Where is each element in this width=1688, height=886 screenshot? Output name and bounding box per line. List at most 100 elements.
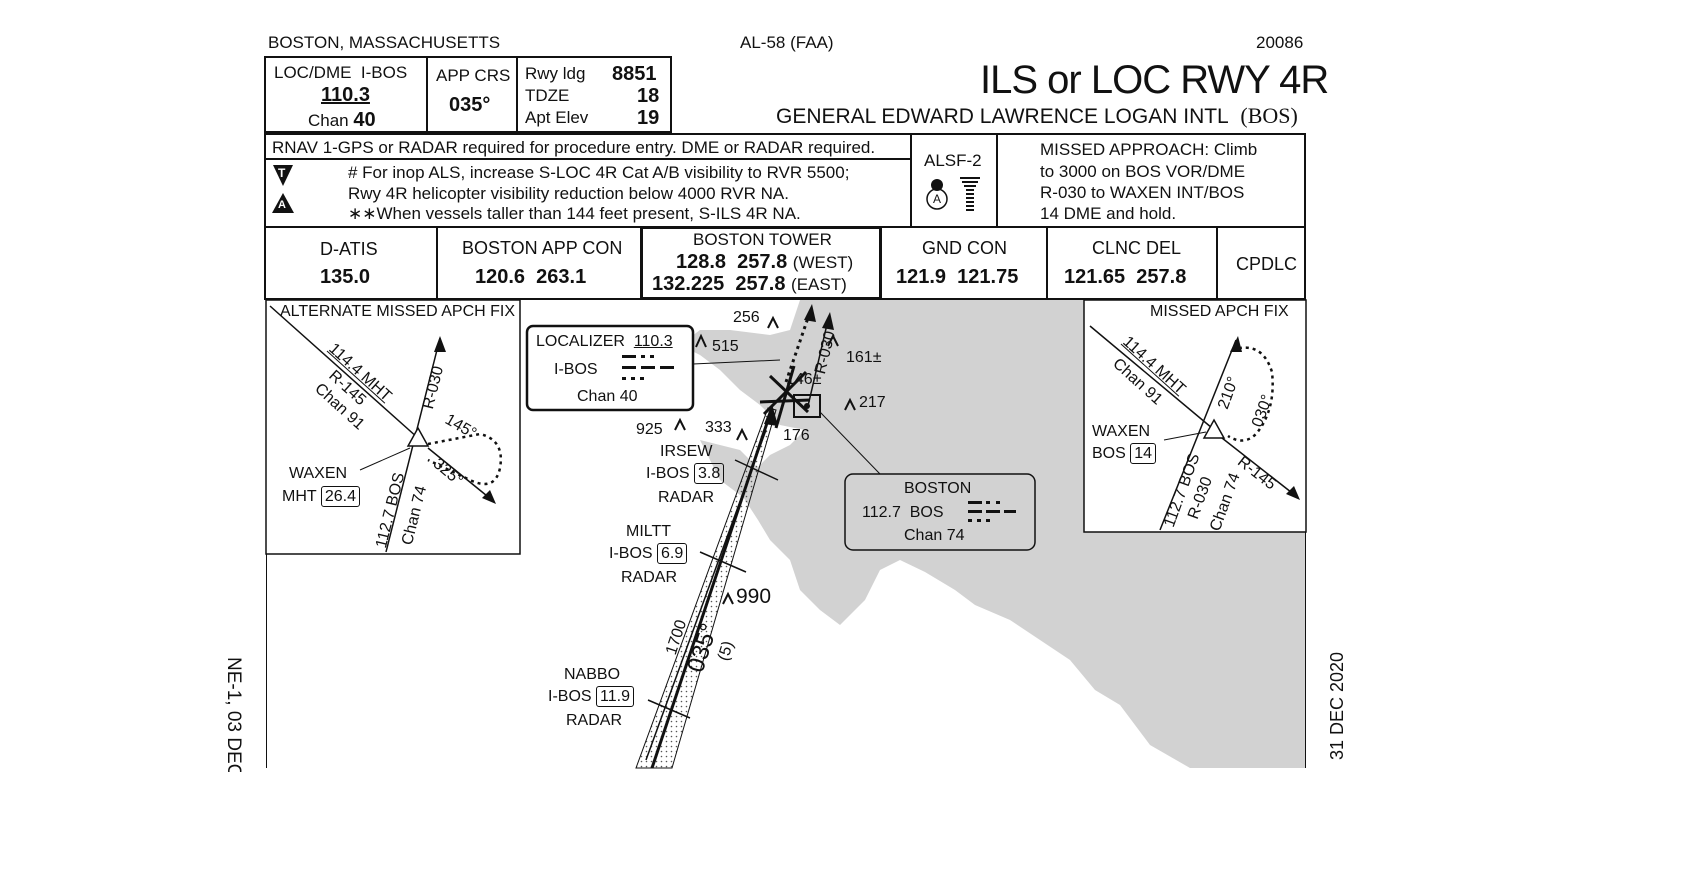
briefing-divider-2 [516, 56, 518, 133]
note-helicopter: Rwy 4R helicopter visibility reduction b… [348, 184, 789, 203]
irsew-radar: RADAR [658, 489, 715, 506]
approach-control-name: BOSTON APP CON [462, 238, 623, 258]
obstacle-333: 333 [705, 419, 732, 436]
clearance-delivery-frequency: 121.65 257.8 [1064, 266, 1187, 288]
chart-serial: 20086 [1256, 33, 1304, 52]
irsew-name: IRSEW [660, 443, 713, 460]
clearance-delivery-name: CLNC DEL [1092, 238, 1182, 258]
tower-east: 132.225 257.8 (EAST) [652, 274, 847, 294]
alsf-circle-letter: A [933, 192, 942, 206]
missed-approach-line-1: MISSED APPROACH: Climb [1040, 140, 1258, 159]
right-margin-text: 31 DEC 2020 [1327, 651, 1347, 760]
irsew-dme-value: 3.8 [694, 463, 725, 484]
localizer-channel: Chan 40 [577, 388, 638, 405]
procedure-title: ILS or LOC RWY 4R [980, 58, 1329, 102]
alt-fix-title: ALTERNATE MISSED APCH FIX [280, 303, 516, 320]
comms-divider-2 [1046, 226, 1048, 300]
left-margin-clip: NE-1, 03 DEC [222, 630, 244, 772]
irsew-tick [734, 459, 779, 481]
tower-west: 128.8 257.8 (WEST) [676, 252, 853, 272]
tower-box [640, 226, 882, 300]
rwy-ldg-label: Rwy ldg [525, 64, 586, 83]
nabbo-tick [647, 699, 691, 719]
notes-divider-1 [910, 133, 912, 228]
miltt-tick [699, 551, 747, 573]
final-course-arrow [764, 404, 778, 426]
nabbo-dme: I-BOS 11.9 [548, 686, 634, 707]
notes-subdivider [264, 158, 910, 160]
takeoff-minimums-icon [273, 165, 293, 186]
cpdlc-name: CPDLC [1236, 254, 1298, 274]
datis-name: D-ATIS [320, 239, 378, 259]
takeoff-symbol: T [278, 166, 286, 180]
alternate-symbol: A [278, 199, 286, 211]
chart-id: AL-58 (FAA) [740, 33, 834, 52]
boston-vor-morse-icon [968, 501, 1016, 522]
mf-bos-dme: BOS 14 [1092, 443, 1157, 464]
alt-r030-arrow [434, 336, 446, 352]
briefing-divider-1 [426, 56, 428, 133]
r030-arrow [822, 312, 834, 330]
tower-east-tag: (EAST) [791, 275, 847, 294]
missed-approach-path [784, 311, 812, 383]
nabbo-name: NABBO [564, 666, 621, 683]
alsf-dot-icon [931, 179, 943, 191]
alsf-circle-icon [926, 188, 948, 210]
miltt-name: MILTT [626, 523, 672, 540]
obstacle-515: 515 [712, 338, 739, 355]
missed-approach-arrow [804, 304, 816, 322]
alt-holding-pattern [427, 432, 503, 486]
alsf-label: ALSF-2 [924, 151, 982, 170]
loc-ident: I-BOS [360, 63, 408, 82]
note-inop-als: # For inop ALS, increase S-LOC 4R Cat A/… [348, 163, 850, 182]
approach-course-line [645, 429, 767, 761]
localizer-label: LOCALIZER 110.3 [536, 333, 673, 350]
mf-r030-line [1159, 339, 1237, 531]
missed-approach-line-4: 14 DME and hold. [1040, 204, 1177, 223]
left-margin-text: NE-1, 03 DEC [223, 657, 244, 772]
r030-radial [807, 319, 829, 407]
comms-divider-1 [436, 226, 438, 300]
vor-frequency: 112.7 BOS [862, 504, 944, 521]
localizer-box [525, 324, 695, 412]
obstacle-176: 176 [783, 427, 810, 444]
mf-bos-dme-value: 14 [1130, 443, 1157, 464]
alternate-minimums-icon [272, 193, 294, 213]
alt-waxen-leader [359, 447, 411, 471]
apt-elev-label: Apt Elev [525, 108, 589, 127]
chart-location: BOSTON, MASSACHUSETTS [268, 33, 501, 52]
missed-approach-line-2: to 3000 on BOS VOR/DME [1040, 162, 1246, 181]
tdze-label: TDZE [525, 86, 570, 105]
ground-control-name: GND CON [922, 238, 1007, 258]
rwy-ldg-value: 8851 [612, 63, 657, 85]
alt-mht-dme: MHT 26.4 [282, 486, 360, 507]
loc-channel: Chan 40 [308, 109, 376, 131]
briefing-strip [264, 56, 672, 133]
airport-runways [759, 365, 811, 429]
alt-outbound-arrow [482, 490, 496, 504]
alt-waxen-fix-icon [406, 426, 430, 447]
tower-name: BOSTON TOWER [693, 230, 832, 249]
app-crs-label: APP CRS [436, 66, 511, 85]
vor-ident: BOS [909, 504, 944, 521]
localizer-ident: I-BOS [554, 361, 598, 378]
tower-west-frequency: 128.8 257.8 [676, 251, 788, 273]
tower-east-frequency: 132.225 257.8 [652, 273, 786, 295]
mf-waxen-label: WAXEN [1092, 423, 1151, 440]
loc-label: LOC/DME I-BOS [274, 63, 408, 82]
notes-divider-2 [996, 133, 998, 228]
loc-frequency: 110.3 [321, 84, 370, 106]
boston-vor-box [844, 473, 1036, 551]
boston-vor-icon [793, 394, 821, 418]
tower-west-tag: (WEST) [792, 253, 854, 272]
missed-fix-title: MISSED APCH FIX [1150, 303, 1289, 320]
app-crs-value: 035° [449, 94, 491, 116]
obstacle-217: 217 [859, 394, 886, 411]
missed-approach-line-3: R-030 to WAXEN INT/BOS [1040, 183, 1245, 202]
localizer-morse-icon [622, 355, 674, 380]
miltt-dme-value: 6.9 [657, 543, 688, 564]
obstacle-925: 925 [636, 421, 663, 438]
nabbo-dme-value: 11.9 [596, 686, 634, 707]
